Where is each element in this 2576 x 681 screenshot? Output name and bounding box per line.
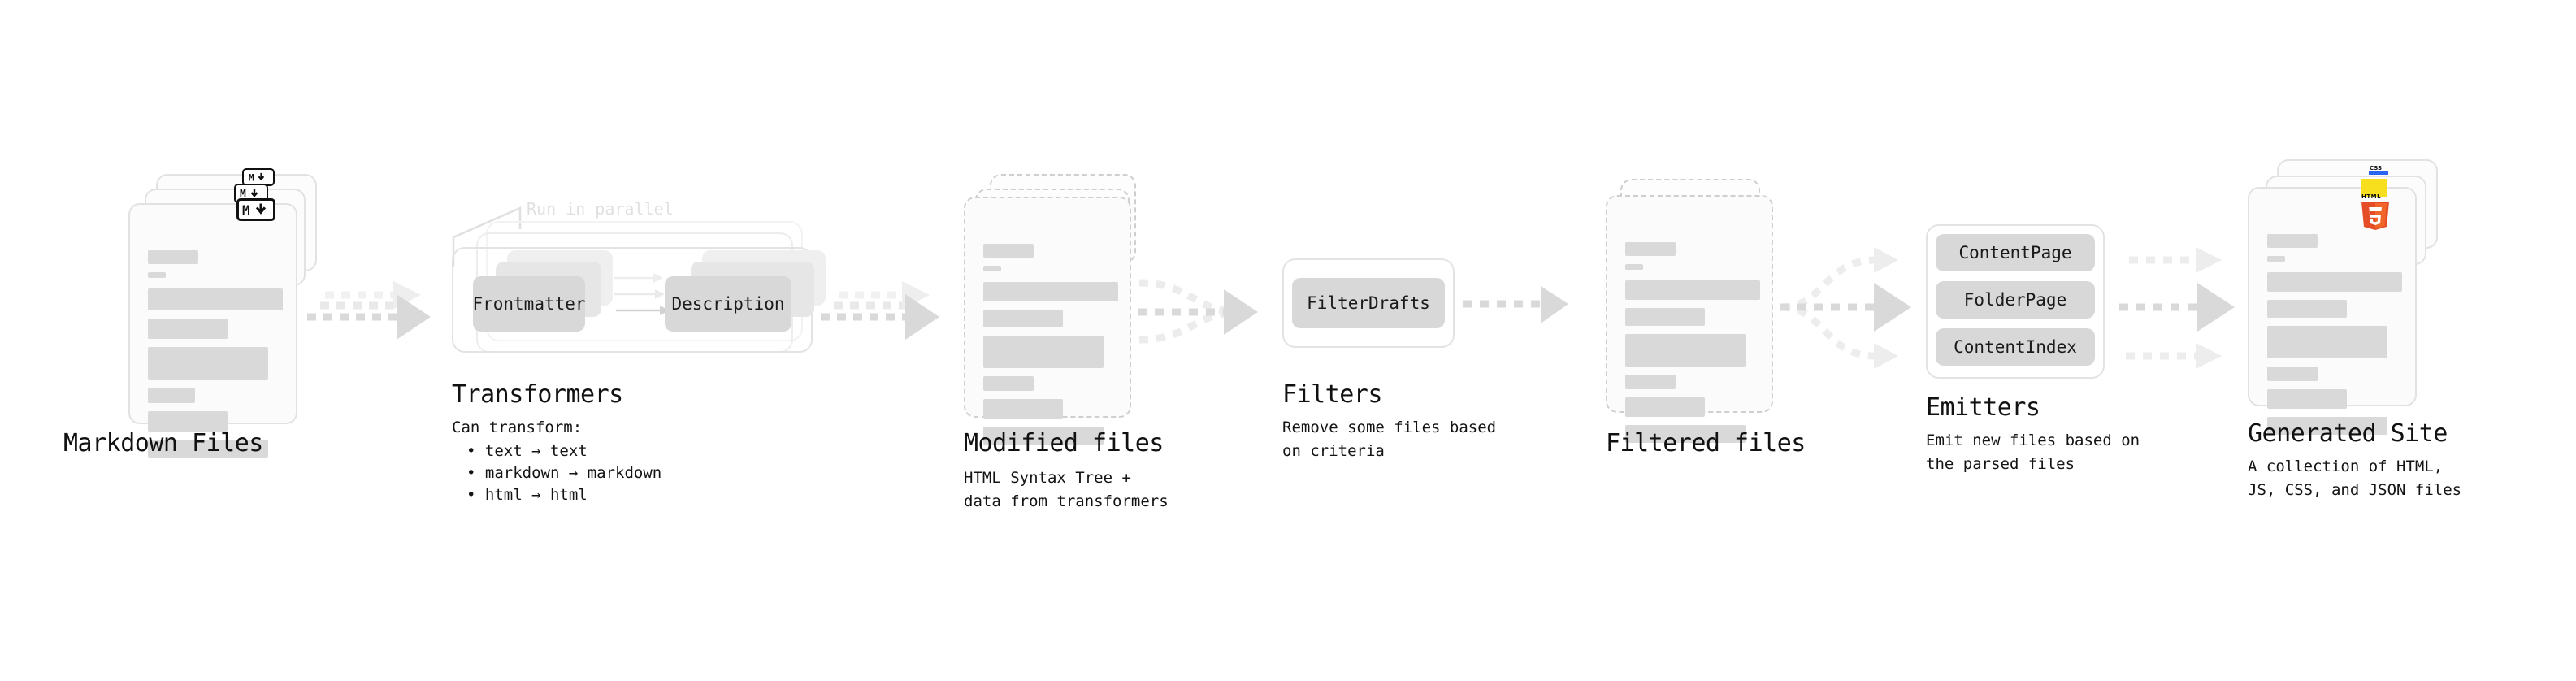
transform-rule-text: • text → text [466, 442, 588, 460]
emitter-pill-folderpage[interactable]: FolderPage [1936, 281, 2095, 319]
transformer-pill-frontmatter[interactable]: Frontmatter [472, 276, 586, 332]
arrow-modified-to-filters [1138, 279, 1258, 344]
filtered-file-skeleton-lines [1625, 242, 1760, 451]
svg-text:M: M [240, 189, 246, 199]
generated-site-caption: Generated Site [2248, 419, 2448, 448]
run-in-parallel-label: Run in parallel [527, 199, 674, 219]
generated-site-card-front [2248, 187, 2417, 435]
html5-icon: HTML [2358, 192, 2392, 231]
transformers-description-item-0: • text → text [466, 440, 588, 463]
filters-description: Remove some files based on criteria [1282, 419, 1497, 460]
arrow-transformers-to-modified [821, 281, 939, 340]
transformers-caption: Transformers [452, 380, 623, 409]
arrow-markdown-to-transformers [307, 281, 431, 340]
arrow-filtered-to-emitters [1780, 247, 1911, 369]
svg-text:HTML: HTML [2361, 193, 2381, 200]
transform-rule-markdown: • markdown → markdown [466, 464, 662, 482]
transformer-pill-description[interactable]: Description [665, 276, 791, 332]
transformer-internal-arrows [614, 273, 670, 315]
svg-text:M: M [242, 203, 250, 216]
svg-text:CSS: CSS [2370, 165, 2382, 171]
svg-text:M: M [249, 172, 254, 182]
filter-pill-filterdrafts[interactable]: FilterDrafts [1292, 278, 1445, 328]
modified-files-description: HTML Syntax Tree + data from transformer… [964, 469, 1169, 510]
javascript-icon [2361, 179, 2387, 197]
emitter-pill-contentindex[interactable]: ContentIndex [1936, 328, 2095, 366]
markdown-files-caption: Markdown Files [63, 429, 263, 458]
transformers-description-item-2: • html → html [466, 484, 588, 507]
generated-site-description: A collection of HTML, JS, CSS, and JSON … [2248, 458, 2462, 499]
emitters-caption: Emitters [1926, 393, 2040, 422]
transformers-description-item-1: • markdown → markdown [466, 462, 661, 485]
modified-file-skeleton-lines [983, 244, 1118, 453]
filtered-file-card-front [1606, 195, 1773, 443]
generated-site-skeleton-lines [2267, 234, 2402, 443]
arrow-emitters-to-site [2119, 247, 2235, 369]
transform-rule-html: • html → html [466, 486, 588, 504]
markdown-file-skeleton-lines [148, 250, 283, 466]
transformers-description: Can transform: [452, 416, 582, 440]
markdown-icon: M [236, 198, 275, 221]
markdown-file-card-front [128, 203, 297, 458]
filters-caption: Filters [1282, 380, 1382, 409]
transformers-description-title: Can transform: [452, 419, 583, 436]
emitter-pill-contentpage[interactable]: ContentPage [1936, 234, 2095, 271]
filtered-files-caption: Filtered files [1606, 429, 1806, 458]
css3-icon: CSS [2369, 163, 2388, 176]
modified-files-caption: Modified files [964, 429, 1164, 458]
arrow-filters-to-filtered [1463, 286, 1568, 323]
emitters-description: Emit new files based on the parsed files [1926, 432, 2140, 473]
modified-file-card-front [964, 197, 1131, 445]
